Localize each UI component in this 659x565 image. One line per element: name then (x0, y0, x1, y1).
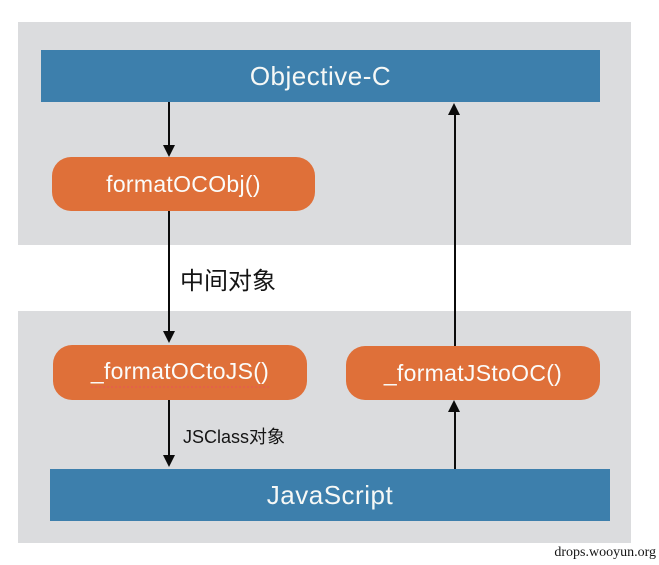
format-oc-obj-label: formatOCObj() (106, 170, 261, 197)
arrow-javascript-to-formatjstooc-line (454, 412, 456, 469)
arrow-formatoctojs-to-javascript-line (168, 400, 170, 456)
arrowhead-up-icon (448, 400, 460, 412)
arrow-oc-to-formatocobj-line (168, 102, 170, 146)
arrowhead-down-icon (163, 145, 175, 157)
javascript-node: JavaScript (50, 469, 610, 521)
watermark: drops.wooyun.org (554, 545, 656, 560)
objective-c-label: Objective-C (249, 60, 392, 91)
arrowhead-up-icon (448, 103, 460, 115)
format-oc-to-js-node: _formatOCtoJS() (53, 345, 307, 400)
arrowhead-down-icon (163, 455, 175, 467)
format-js-to-oc-label: _formatJStoOC() (383, 359, 563, 386)
format-oc-obj-node: formatOCObj() (52, 157, 315, 211)
edge-label-jsclass-object: JSClass对象 (183, 427, 286, 447)
arrowhead-down-icon (163, 331, 175, 343)
format-oc-to-js-label: _formatOCtoJS() (90, 358, 270, 388)
arrow-formatjstooc-to-oc-line (454, 115, 456, 346)
javascript-label: JavaScript (266, 479, 394, 510)
objective-c-node: Objective-C (41, 50, 600, 102)
format-js-to-oc-node: _formatJStoOC() (346, 346, 600, 400)
edge-label-intermediate-object: 中间对象 (180, 268, 276, 295)
arrow-formatocobj-to-formatoctojs-line (168, 211, 170, 332)
